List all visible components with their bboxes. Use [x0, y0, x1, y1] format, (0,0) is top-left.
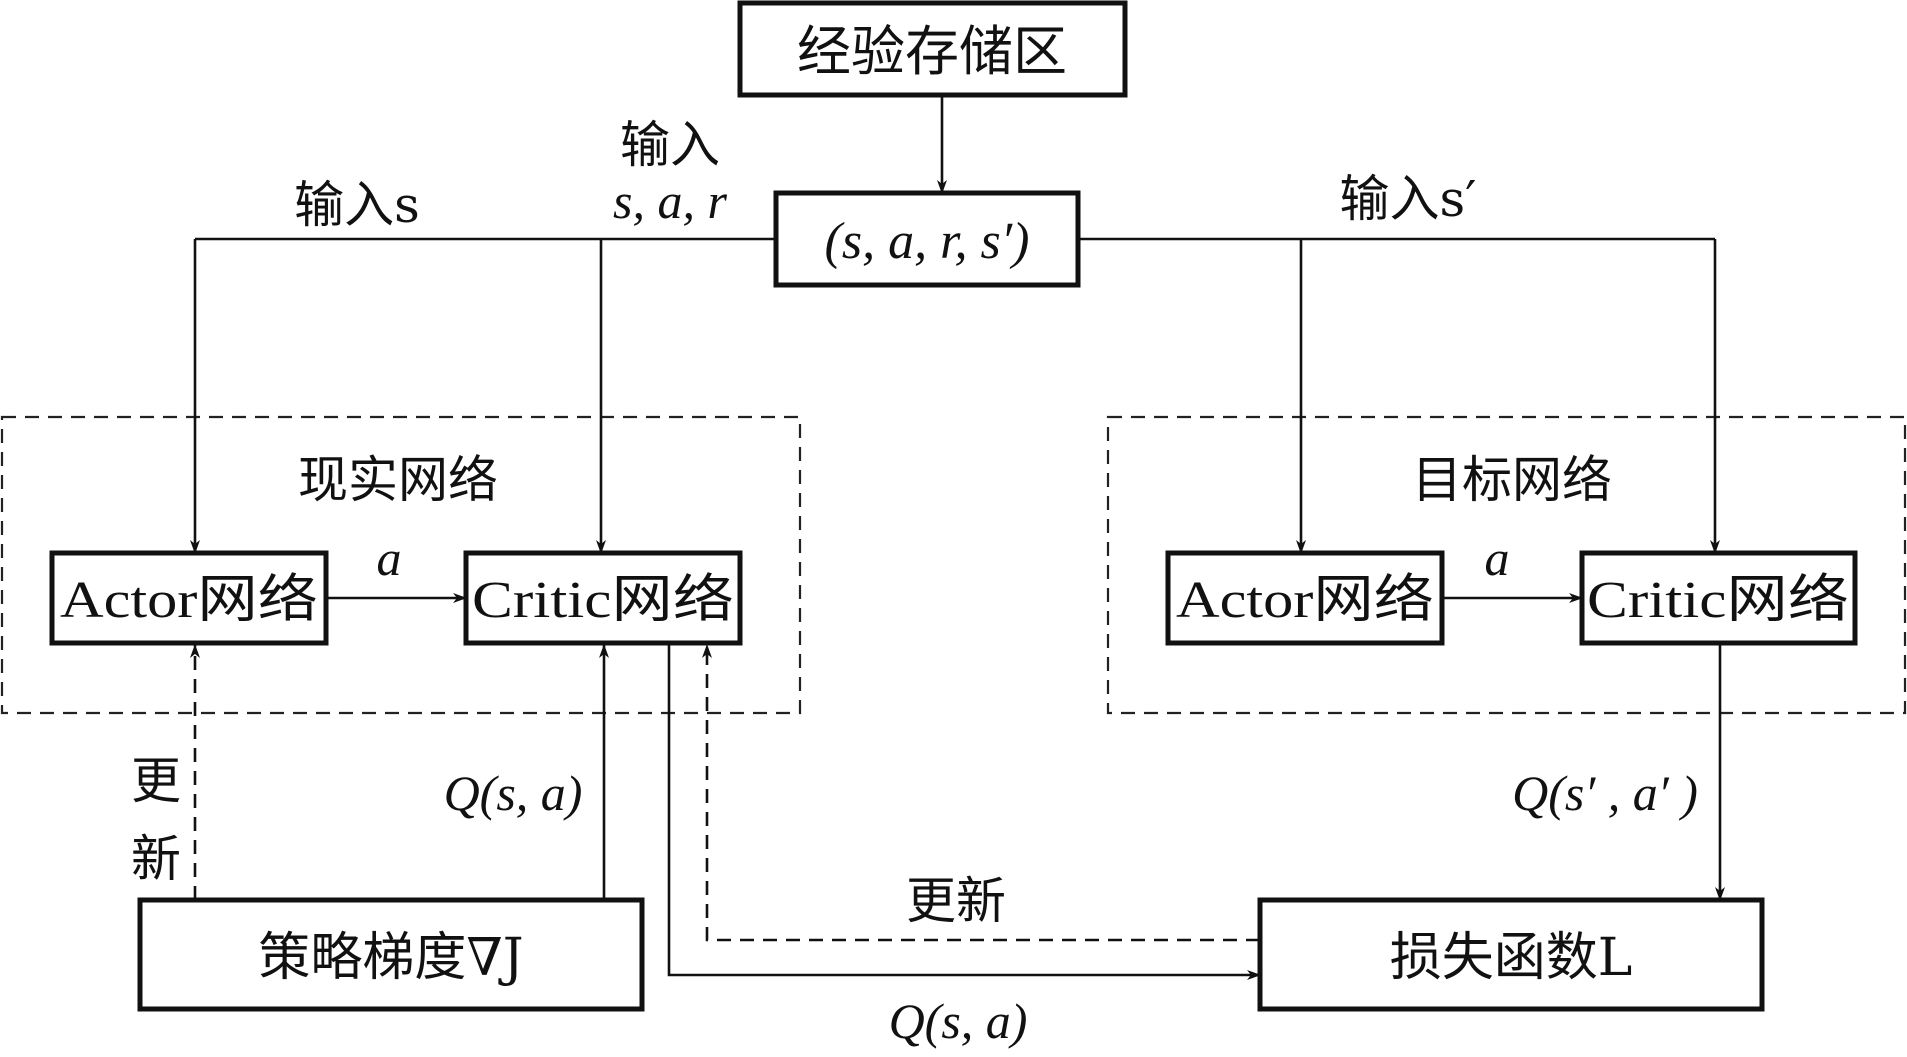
input-sar-label-line1: 输入	[620, 116, 720, 174]
sample-tuple-label: (s, a, r, s′)	[825, 213, 1030, 270]
loss-function-box	[1257, 897, 1765, 1012]
q-target-label: Q(s′ , a′ )	[1512, 765, 1698, 821]
q-to-critic-label: Q(s, a)	[444, 765, 583, 821]
update-actor-label-1: 更	[131, 752, 181, 810]
loss-function-label: 损失函数L	[1390, 928, 1633, 988]
target-critic-label: Critic网络	[1587, 572, 1849, 629]
update-actor-label-2: 新	[131, 830, 181, 888]
update-connections	[190, 644, 1260, 942]
target-actor-label: Actor网络	[1176, 572, 1434, 629]
input-s-prime-label: 输入s′	[1339, 170, 1476, 228]
replay-buffer-label: 经验存储区	[797, 20, 1067, 83]
q-to-loss-label: Q(s, a)	[889, 993, 1028, 1049]
online-group-label: 现实网络	[298, 451, 498, 509]
input-sar-label-line2: s, a, r	[613, 173, 727, 229]
target-actor-box	[1165, 550, 1445, 646]
target-critic-box	[1579, 550, 1858, 646]
sample-tuple-box	[773, 190, 1081, 288]
online-actor-box	[49, 550, 329, 646]
target-network-group	[1106, 415, 1907, 715]
update-critic-label: 更新	[906, 872, 1006, 930]
replay-buffer-box	[737, 0, 1128, 98]
online-network-group	[0, 415, 802, 715]
online-actor-label: Actor网络	[60, 572, 318, 629]
policy-gradient-box	[137, 897, 645, 1012]
connections	[190, 96, 1725, 980]
input-s-label: 输入s	[294, 176, 420, 234]
target-group-label: 目标网络	[1412, 451, 1612, 509]
edge-update-critic	[702, 644, 1260, 942]
target-action-label: a	[1485, 530, 1510, 586]
online-critic-label: Critic网络	[472, 572, 734, 629]
online-critic-box	[463, 550, 743, 646]
policy-gradient-label: 策略梯度∇J	[258, 928, 523, 988]
online-action-label: a	[377, 530, 402, 586]
edge-q-to-loss	[667, 645, 1261, 980]
